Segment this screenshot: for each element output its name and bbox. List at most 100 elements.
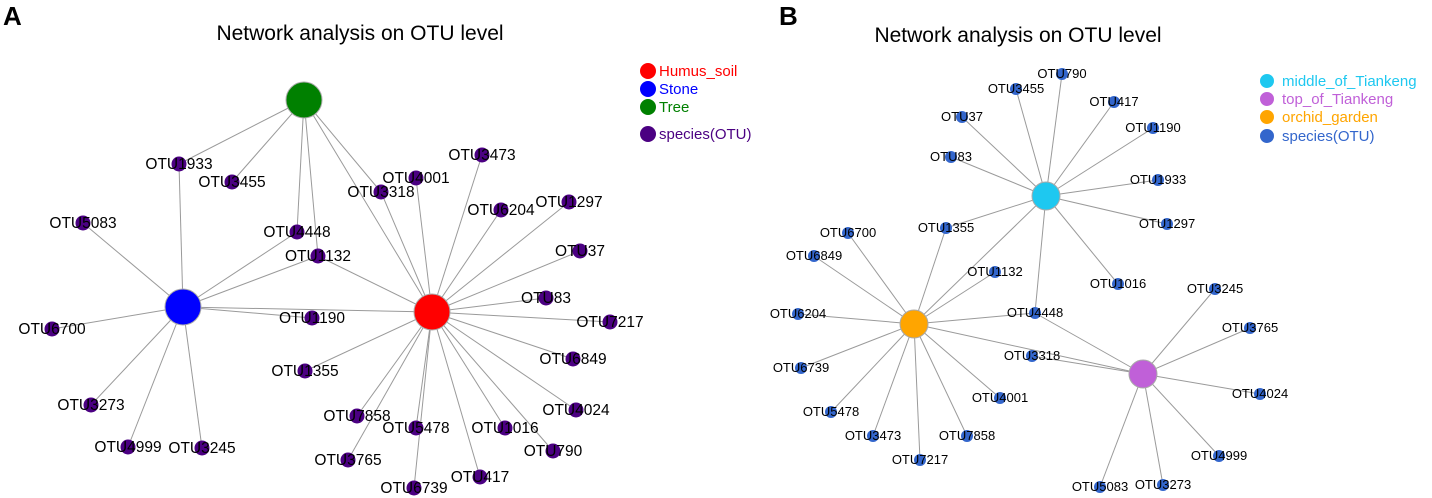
edge-b-middle-of-tiankeng-otu4448 xyxy=(1034,195,1047,314)
species-node-a-otu6700 xyxy=(44,321,60,337)
species-label-b-otu3473: OTU3473 xyxy=(845,428,901,443)
legend-a-humus-soil-label: Humus_soil xyxy=(659,63,737,80)
species-label-b-otu4001: OTU4001 xyxy=(972,390,1028,405)
edge-a-humus-soil-otu6204 xyxy=(431,209,502,313)
species-node-b-otu5083 xyxy=(1094,481,1106,493)
species-label-a-otu37: OTU37 xyxy=(555,243,605,260)
panel-b-legend: middle_of_Tiankeng top_of_Tiankeng orchi… xyxy=(1260,73,1417,145)
species-node-a-otu417 xyxy=(472,469,488,485)
hub-node-a-tree xyxy=(285,81,323,119)
species-node-a-otu4999 xyxy=(120,439,136,455)
species-node-a-otu4024 xyxy=(568,402,584,418)
edge-a-stone-otu1132 xyxy=(182,255,319,308)
species-label-a-otu6700: OTU6700 xyxy=(18,321,86,338)
edge-b-orchid-garden-otu6700 xyxy=(847,232,915,325)
species-node-a-otu3273 xyxy=(83,397,99,413)
species-label-a-otu83: OTU83 xyxy=(521,290,571,307)
species-label-b-otu6739: OTU6739 xyxy=(773,360,829,375)
legend-a-stone-label: Stone xyxy=(659,81,698,98)
species-node-a-otu37 xyxy=(572,243,588,259)
species-node-a-otu6739 xyxy=(406,480,422,496)
species-label-b-otu7217: OTU7217 xyxy=(892,452,948,467)
species-label-a-otu6739: OTU6739 xyxy=(380,480,447,497)
species-label-b-otu1933: OTU1933 xyxy=(1130,172,1186,187)
edge-a-stone-otu5083 xyxy=(82,222,184,308)
edge-b-orchid-garden-otu7858 xyxy=(913,323,968,437)
species-label-b-otu3455: OTU3455 xyxy=(988,81,1044,96)
species-label-b-otu6849: OTU6849 xyxy=(786,248,842,263)
legend-a-species-label: species(OTU) xyxy=(659,126,752,143)
species-node-a-otu1132 xyxy=(310,248,326,264)
species-node-a-otu7858 xyxy=(349,408,365,424)
panel-b: B Network analysis on OTU level OTU790OT… xyxy=(770,1,1417,494)
species-node-b-otu83 xyxy=(945,151,957,163)
edge-b-orchid-garden-otu6849 xyxy=(813,255,915,325)
edge-b-orchid-garden-otu6739 xyxy=(800,323,915,369)
species-node-a-otu1016 xyxy=(497,420,513,436)
hub-node-a-humus-soil xyxy=(413,293,451,331)
species-node-b-otu6849 xyxy=(808,250,820,262)
legend-a-tree-label: Tree xyxy=(659,99,689,116)
species-node-b-otu4001 xyxy=(994,392,1006,404)
species-node-b-otu37 xyxy=(956,111,968,123)
panel-b-title: Network analysis on OTU level xyxy=(874,24,1161,47)
edge-b-orchid-garden-otu7217 xyxy=(913,323,921,461)
species-label-b-otu1132: OTU1132 xyxy=(967,264,1022,279)
species-node-a-otu5478 xyxy=(408,420,424,436)
species-node-b-otu417 xyxy=(1108,96,1120,108)
species-label-a-otu417: OTU417 xyxy=(451,469,510,486)
species-node-a-otu1190 xyxy=(304,310,320,326)
panel-a-legend: Humus_soil Stone Tree species(OTU) xyxy=(640,63,752,143)
species-node-a-otu3455 xyxy=(224,174,240,190)
edge-b-top-of-tiankeng-otu5083 xyxy=(1099,373,1144,488)
species-node-b-otu3455 xyxy=(1010,83,1022,95)
edge-b-top-of-tiankeng-otu4448 xyxy=(1034,312,1144,375)
edge-a-tree-otu1933 xyxy=(178,99,305,165)
legend-b-top-marker xyxy=(1260,92,1274,106)
edge-a-stone-otu1933 xyxy=(178,163,184,308)
species-node-b-otu1016 xyxy=(1112,278,1124,290)
species-node-a-otu6849 xyxy=(565,351,581,367)
edge-a-humus-soil-otu83 xyxy=(431,297,547,313)
edge-a-stone-humus-soil xyxy=(182,306,433,313)
edge-a-humus-soil-otu417 xyxy=(431,311,481,478)
species-label-b-otu3765: OTU3765 xyxy=(1222,320,1278,335)
legend-b-middle-label: middle_of_Tiankeng xyxy=(1282,73,1417,90)
edge-a-humus-soil-otu37 xyxy=(431,250,581,313)
edge-a-stone-otu3273 xyxy=(90,306,184,406)
species-node-b-otu1297 xyxy=(1161,218,1173,230)
species-label-a-otu3455: OTU3455 xyxy=(198,174,265,191)
species-label-b-otu1355: OTU1355 xyxy=(918,220,974,235)
species-node-a-otu1355 xyxy=(297,363,313,379)
edge-a-humus-soil-otu790 xyxy=(431,311,554,452)
legend-b-orchid-label: orchid_garden xyxy=(1282,109,1378,126)
species-label-a-otu6849: OTU6849 xyxy=(539,351,606,368)
species-node-a-otu4448 xyxy=(289,224,305,240)
edge-b-orchid-garden-otu4001 xyxy=(913,323,1001,399)
edge-b-orchid-garden-otu5478 xyxy=(830,323,915,413)
species-node-a-otu3318 xyxy=(373,184,389,200)
species-node-a-otu83 xyxy=(538,290,554,306)
species-label-b-otu1297: OTU1297 xyxy=(1139,216,1195,231)
panel-a: A Network analysis on OTU level OTU1933O… xyxy=(3,1,752,497)
species-label-a-otu6204: OTU6204 xyxy=(467,202,535,219)
species-label-a-otu1933: OTU1933 xyxy=(145,156,212,173)
edge-a-tree-otu1132 xyxy=(303,99,319,257)
species-label-b-otu3245: OTU3245 xyxy=(1187,281,1243,296)
species-label-b-otu1190: OTU1190 xyxy=(1125,120,1180,135)
hub-node-b-middle-of-tiankeng xyxy=(1031,181,1061,211)
species-label-b-otu5083: OTU5083 xyxy=(1072,479,1128,494)
species-node-b-otu6204 xyxy=(792,308,804,320)
species-node-b-otu3473 xyxy=(867,430,879,442)
species-node-b-otu5478 xyxy=(825,406,837,418)
edge-b-orchid-garden-otu1355 xyxy=(913,227,947,325)
panel-b-nodes: OTU790OTU3455OTU417OTU37OTU1190OTU83OTU1… xyxy=(770,66,1288,494)
edge-b-middle-of-tiankeng-orchid-garden xyxy=(913,195,1047,325)
species-label-b-otu3318: OTU3318 xyxy=(1004,348,1060,363)
edge-b-middle-of-tiankeng-otu83 xyxy=(950,156,1047,197)
species-node-a-otu3765 xyxy=(340,452,356,468)
panel-a-nodes: OTU1933OTU3455OTU5083OTU4448OTU1132OTU33… xyxy=(18,81,644,497)
species-label-b-otu7858: OTU7858 xyxy=(939,428,995,443)
species-label-a-otu4024: OTU4024 xyxy=(542,402,610,419)
species-label-a-otu3273: OTU3273 xyxy=(57,397,124,414)
